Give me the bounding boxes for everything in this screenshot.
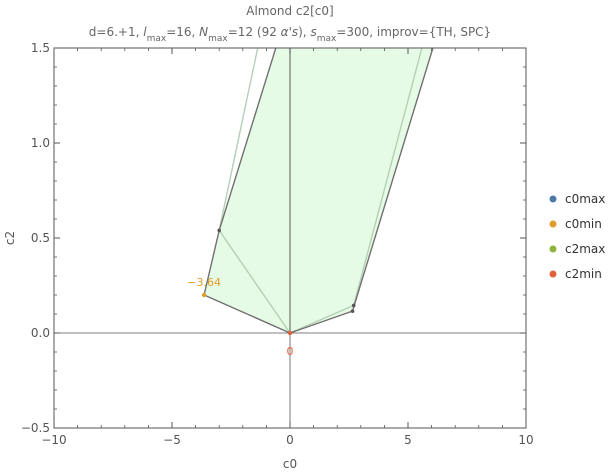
x-axis-label: c0 — [283, 457, 297, 471]
annotation-layer: −3.64 0 — [187, 276, 293, 358]
points-layer — [201, 228, 356, 336]
y-tick-label: 1.5 — [31, 41, 50, 55]
c0min-value-label: −3.64 — [187, 276, 221, 289]
x-tick-label: −5 — [163, 433, 181, 447]
y-tick-label: 0.5 — [31, 231, 50, 245]
legend-marker-c2max — [549, 245, 557, 253]
c2min-value-label: 0 — [287, 345, 294, 358]
x-tick-label: 0 — [286, 433, 294, 447]
ticks-layer: −10 −5 0 5 10 −0.5 0.0 0.5 1.0 1.5 — [21, 41, 534, 447]
x-tick-label: −10 — [41, 433, 66, 447]
c2min-point-0 — [287, 330, 293, 336]
legend-label-c0min: c0min — [565, 217, 602, 231]
chart-title: Almond c2[c0] — [246, 4, 333, 18]
plot-area — [54, 48, 526, 428]
zero-axes — [54, 48, 526, 428]
legend: c0max c0min c2max c2min — [549, 192, 605, 281]
y-axis-label: c2 — [3, 231, 17, 245]
c0min-point-0 — [201, 292, 207, 298]
legend-marker-c0max — [549, 195, 557, 203]
feasible-region — [204, 48, 433, 333]
legend-marker-c0min — [549, 220, 557, 228]
chart-subtitle: d=6.+1, lmax=16, Nmax=12 (92 α's), smax=… — [89, 25, 491, 44]
y-tick-label: 0.0 — [31, 326, 50, 340]
x-tick-label: 10 — [518, 433, 533, 447]
legend-label-c0max: c0max — [565, 192, 605, 206]
vertex-point-0 — [217, 228, 221, 233]
y-tick-label: −0.5 — [21, 421, 50, 435]
region-layer — [203, 48, 434, 336]
vertex-point-2 — [351, 303, 356, 308]
vertex-point-1 — [350, 309, 355, 313]
legend-label-c2min: c2min — [565, 267, 602, 281]
legend-label-c2max: c2max — [565, 242, 605, 256]
legend-marker-c2min — [549, 270, 557, 278]
x-tick-label: 5 — [404, 433, 412, 447]
y-tick-label: 1.0 — [31, 136, 50, 150]
